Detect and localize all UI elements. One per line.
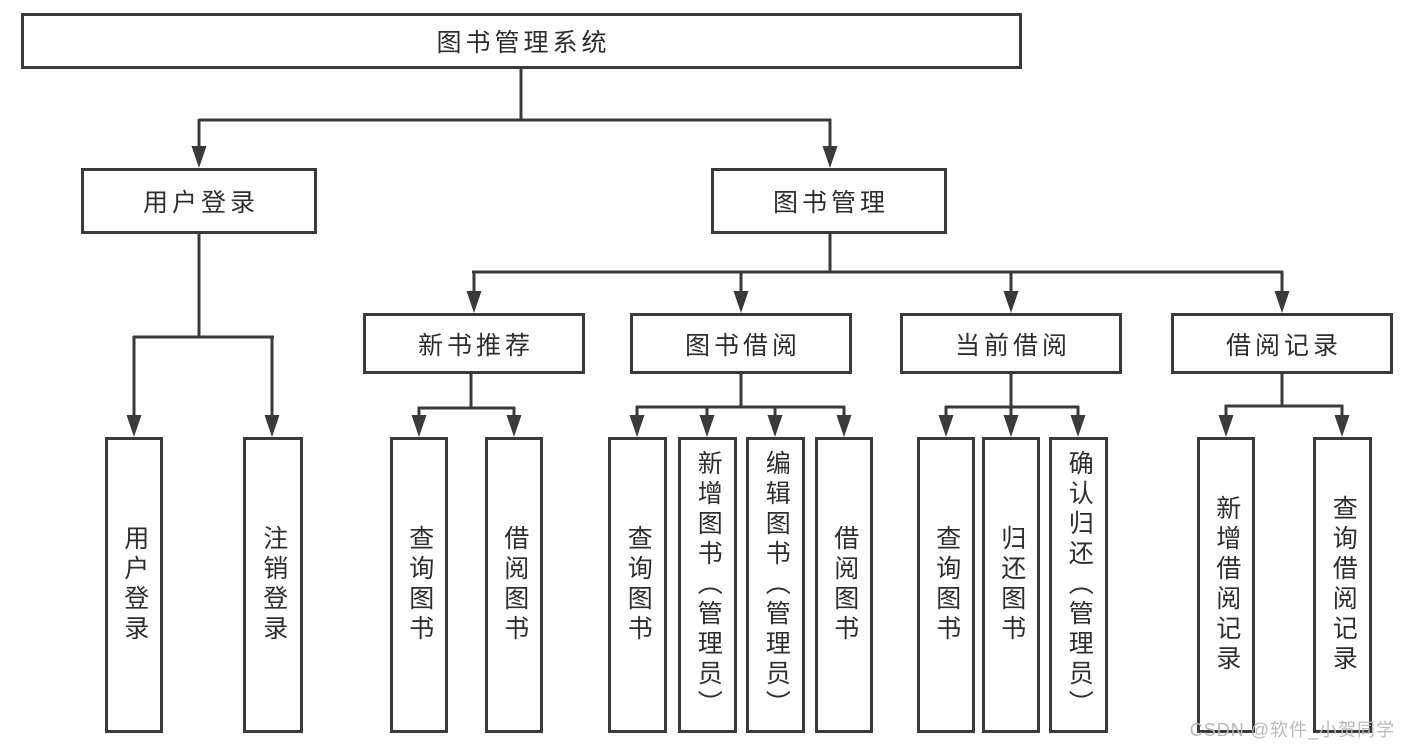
node-user-login: 用户登录 bbox=[81, 168, 317, 234]
leaf-label: 借阅图书 bbox=[830, 525, 859, 645]
leaf-label: 查询图书 bbox=[624, 525, 653, 645]
watermark: CSDN @软件_小贺同学 bbox=[1189, 720, 1395, 740]
node-borrowing-records: 借阅记录 bbox=[1171, 313, 1393, 374]
leaf-label: 归还图书 bbox=[997, 525, 1026, 645]
leaf-user-login: 用户登录 bbox=[105, 437, 163, 733]
leaf-borrowing-borrow-books: 借阅图书 bbox=[815, 437, 873, 733]
leaf-records-query-record: 查询借阅记录 bbox=[1313, 437, 1372, 733]
node-book-management: 图书管理 bbox=[711, 168, 947, 234]
leaf-label: 查询图书 bbox=[932, 525, 961, 645]
leaf-records-add-record: 新增借阅记录 bbox=[1197, 437, 1255, 733]
leaf-label: 借阅图书 bbox=[500, 525, 529, 645]
leaf-label: 编辑图书（管理员） bbox=[762, 450, 791, 720]
leaf-borrowing-add-books-admin: 新增图书（管理员） bbox=[678, 437, 737, 733]
leaf-label: 用户登录 bbox=[120, 525, 149, 645]
leaf-current-query-books: 查询图书 bbox=[917, 437, 975, 733]
leaf-label: 确认归还（管理员） bbox=[1065, 450, 1094, 720]
leaf-logout: 注销登录 bbox=[243, 437, 303, 733]
leaf-label: 注销登录 bbox=[259, 525, 288, 645]
leaf-current-confirm-return-admin: 确认归还（管理员） bbox=[1049, 437, 1108, 733]
node-current-borrowing: 当前借阅 bbox=[900, 313, 1122, 374]
leaf-borrowing-query-books: 查询图书 bbox=[608, 437, 667, 733]
leaf-label: 查询图书 bbox=[405, 525, 434, 645]
leaf-recommend-borrow-books: 借阅图书 bbox=[485, 437, 543, 733]
node-new-book-recommend: 新书推荐 bbox=[363, 313, 585, 374]
leaf-borrowing-edit-books-admin: 编辑图书（管理员） bbox=[746, 437, 805, 733]
leaf-recommend-query-books: 查询图书 bbox=[390, 437, 448, 733]
leaf-current-return-books: 归还图书 bbox=[982, 437, 1040, 733]
leaf-label: 新增借阅记录 bbox=[1212, 495, 1241, 675]
node-book-borrowing: 图书借阅 bbox=[630, 313, 852, 374]
leaf-label: 新增图书（管理员） bbox=[694, 450, 723, 720]
leaf-label: 查询借阅记录 bbox=[1329, 495, 1358, 675]
node-root: 图书管理系统 bbox=[21, 13, 1022, 69]
